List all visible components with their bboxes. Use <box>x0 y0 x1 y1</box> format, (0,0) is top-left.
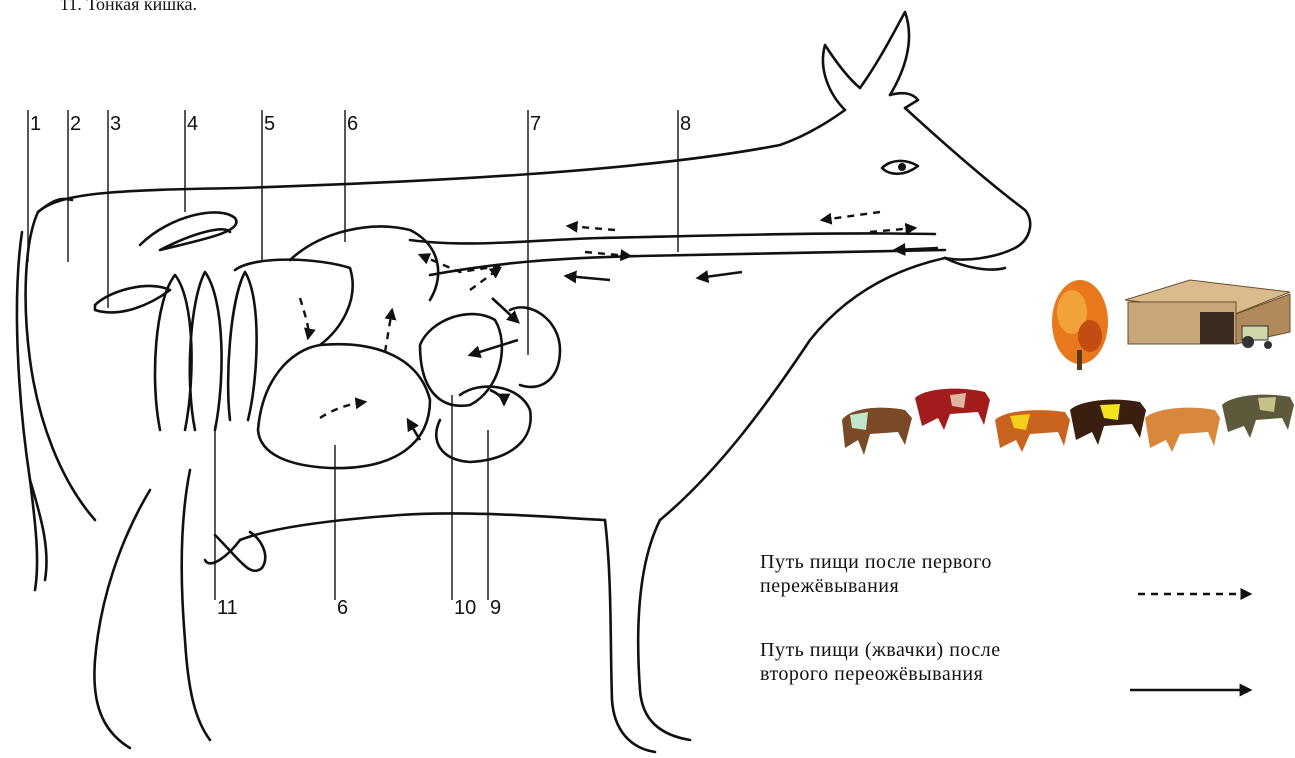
cow-icon <box>995 410 1070 452</box>
label-1: 1 <box>30 113 41 135</box>
label-6-bottom: 6 <box>337 597 348 619</box>
cow-icon <box>915 389 990 430</box>
label-8: 8 <box>680 113 691 135</box>
legend-arrows <box>1130 594 1250 690</box>
label-2: 2 <box>70 113 81 135</box>
dashed-arrows-first-chewing <box>300 212 915 418</box>
legend-first-line1: Путь пищи после первого <box>760 550 992 574</box>
label-5: 5 <box>264 113 275 135</box>
label-11: 11 <box>217 597 238 619</box>
label-10: 10 <box>454 597 476 619</box>
legend-first-line2: пережёвывания <box>760 574 992 598</box>
tractor-icon <box>1242 326 1272 349</box>
label-4: 4 <box>187 113 198 135</box>
cow-icon <box>1222 395 1294 438</box>
label-3: 3 <box>110 113 121 135</box>
label-9: 9 <box>490 597 501 619</box>
cow-icon <box>1145 408 1220 452</box>
cow-icons <box>842 389 1294 455</box>
legend-second-line1: Путь пищи (жвачки) после <box>760 638 1001 662</box>
label-6-top: 6 <box>347 113 358 135</box>
legend-second-chewing: Путь пищи (жвачки) после второго переожё… <box>760 638 1001 686</box>
cow-icon <box>842 408 912 455</box>
tree-icon <box>1052 280 1108 370</box>
label-7: 7 <box>530 113 541 135</box>
part-labels: 1 2 3 4 5 6 7 8 11 6 10 9 <box>30 113 691 619</box>
legend-second-line2: второго переожёвывания <box>760 662 1001 686</box>
digestive-organs <box>95 212 945 468</box>
cow-icon <box>1070 400 1146 445</box>
legend-first-chewing: Путь пищи после первого пережёвывания <box>760 550 992 598</box>
